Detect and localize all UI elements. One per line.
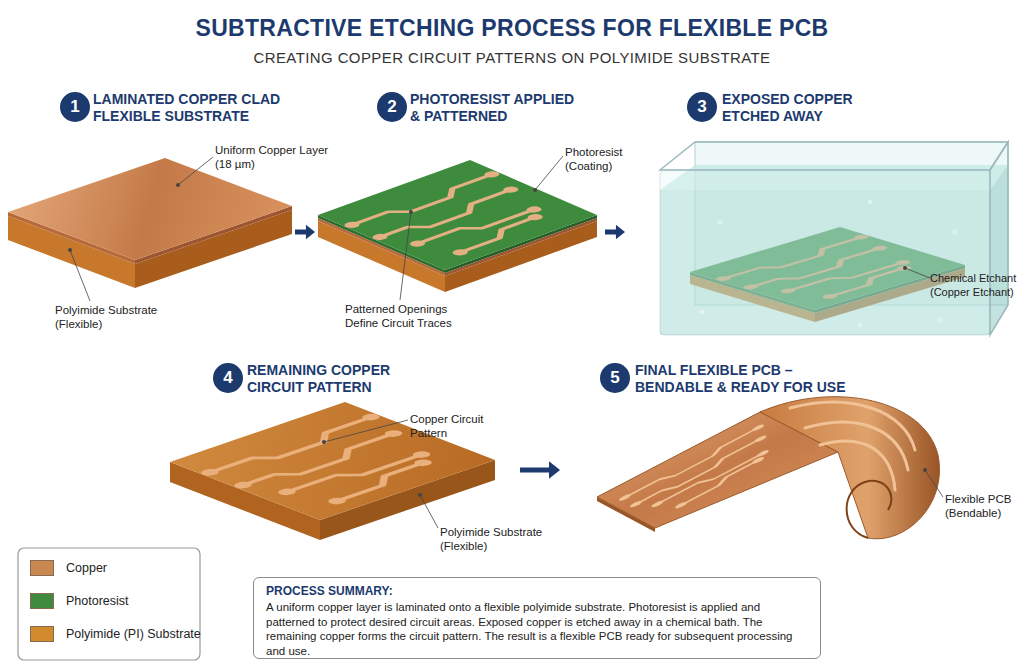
copper-traces <box>617 424 798 522</box>
callout-label: Flexible PCB (Bendable) <box>945 492 1023 520</box>
step-number: 5 <box>600 363 630 393</box>
leader-dot <box>418 493 422 497</box>
step-heading: REMAINING COPPER CIRCUIT PATTERN <box>247 362 412 396</box>
legend-text: Polyimide (PI) Substrate <box>66 626 201 642</box>
arrow-shaft <box>605 230 617 235</box>
arrow-shaft <box>520 468 550 473</box>
glass-tank <box>990 142 1008 335</box>
circuit-trace <box>820 441 895 490</box>
step-heading: PHOTORESIST APPLIED & PATTERNED <box>410 91 582 125</box>
arrow-head <box>549 461 560 479</box>
leader-dot <box>533 188 537 192</box>
leader-line <box>400 212 411 300</box>
step-heading: FINAL FLEXIBLE PCB – BENDABLE & READY FO… <box>635 362 860 396</box>
legend-text: Copper <box>66 560 107 576</box>
photoresist-layer <box>318 160 597 270</box>
legend-text: Photoresist <box>66 593 129 609</box>
copper-layer <box>8 158 292 260</box>
legend-frame <box>18 548 200 660</box>
callout-label: Copper Circuit Pattern <box>410 412 505 440</box>
leader-dot <box>903 266 907 270</box>
glass-tank <box>660 142 1008 170</box>
summary-box: PROCESS SUMMARY: A uniform copper layer i… <box>253 577 821 659</box>
step-panel: 1LAMINATED COPPER CLAD FLEXIBLE SUBSTRAT… <box>5 88 295 338</box>
summary-text: A uniform copper layer is laminated onto… <box>266 600 810 658</box>
step-number: 2 <box>377 92 407 122</box>
leader-dot <box>176 183 180 187</box>
glass-tank <box>660 170 990 335</box>
step-heading: EXPOSED COPPER ETCHED AWAY <box>722 91 882 125</box>
step-number: 1 <box>60 92 90 122</box>
subtitle: CREATING COPPER CIRCUIT PATTERNS ON POLY… <box>0 49 1024 67</box>
leader-line <box>535 156 563 190</box>
callout-label: Patterned Openings Define Circuit Traces <box>345 302 473 330</box>
legend-swatch <box>30 626 54 642</box>
leader-line <box>178 157 213 185</box>
step-number: 4 <box>213 363 243 393</box>
flow-arrow <box>605 225 625 240</box>
leader-dot <box>409 210 413 214</box>
flow-arrow <box>295 225 315 240</box>
leader-line <box>905 268 930 278</box>
step-panel: 3EXPOSED COPPER ETCHED AWAY <box>625 88 1020 338</box>
leader-line <box>70 250 90 301</box>
pattern-openings <box>341 170 586 265</box>
leader-dot <box>322 440 326 444</box>
legend-swatch <box>30 593 54 609</box>
leader-dot <box>923 468 927 472</box>
roll-spiral <box>847 481 892 538</box>
step-heading: LAMINATED COPPER CLAD FLEXIBLE SUBSTRATE <box>93 91 293 125</box>
leader-line <box>324 420 408 442</box>
leader-dot <box>68 248 72 252</box>
rolled-sheet <box>760 397 939 539</box>
callout-label: Polyimide Substrate (Flexible) <box>55 303 170 331</box>
arrow-shaft <box>295 230 307 235</box>
step-panel: 2PHOTORESIST APPLIED & PATTERNED <box>315 88 605 338</box>
arrow-head <box>616 225 625 240</box>
step-number: 3 <box>687 92 717 122</box>
leader-line <box>420 495 438 528</box>
callout-label: Polyimide Substrate (Flexible) <box>440 525 555 553</box>
legend-swatch <box>30 560 54 576</box>
arrow-head <box>306 225 315 240</box>
callout-label: Photoresist (Coating) <box>565 145 645 173</box>
callout-label: Chemical Etchant (Copper Etchant) <box>930 272 1022 299</box>
leader-line <box>925 470 943 497</box>
callout-label: Uniform Copper Layer (18 µm) <box>215 143 345 171</box>
step-panel: 5FINAL FLEXIBLE PCB – BENDABLE & READY F… <box>560 360 1015 560</box>
diagram-title: SUBTRACTIVE ETCHING PROCESS FOR FLEXIBLE… <box>0 14 1024 42</box>
summary-heading: PROCESS SUMMARY: <box>266 584 810 598</box>
flow-arrow <box>520 461 560 479</box>
